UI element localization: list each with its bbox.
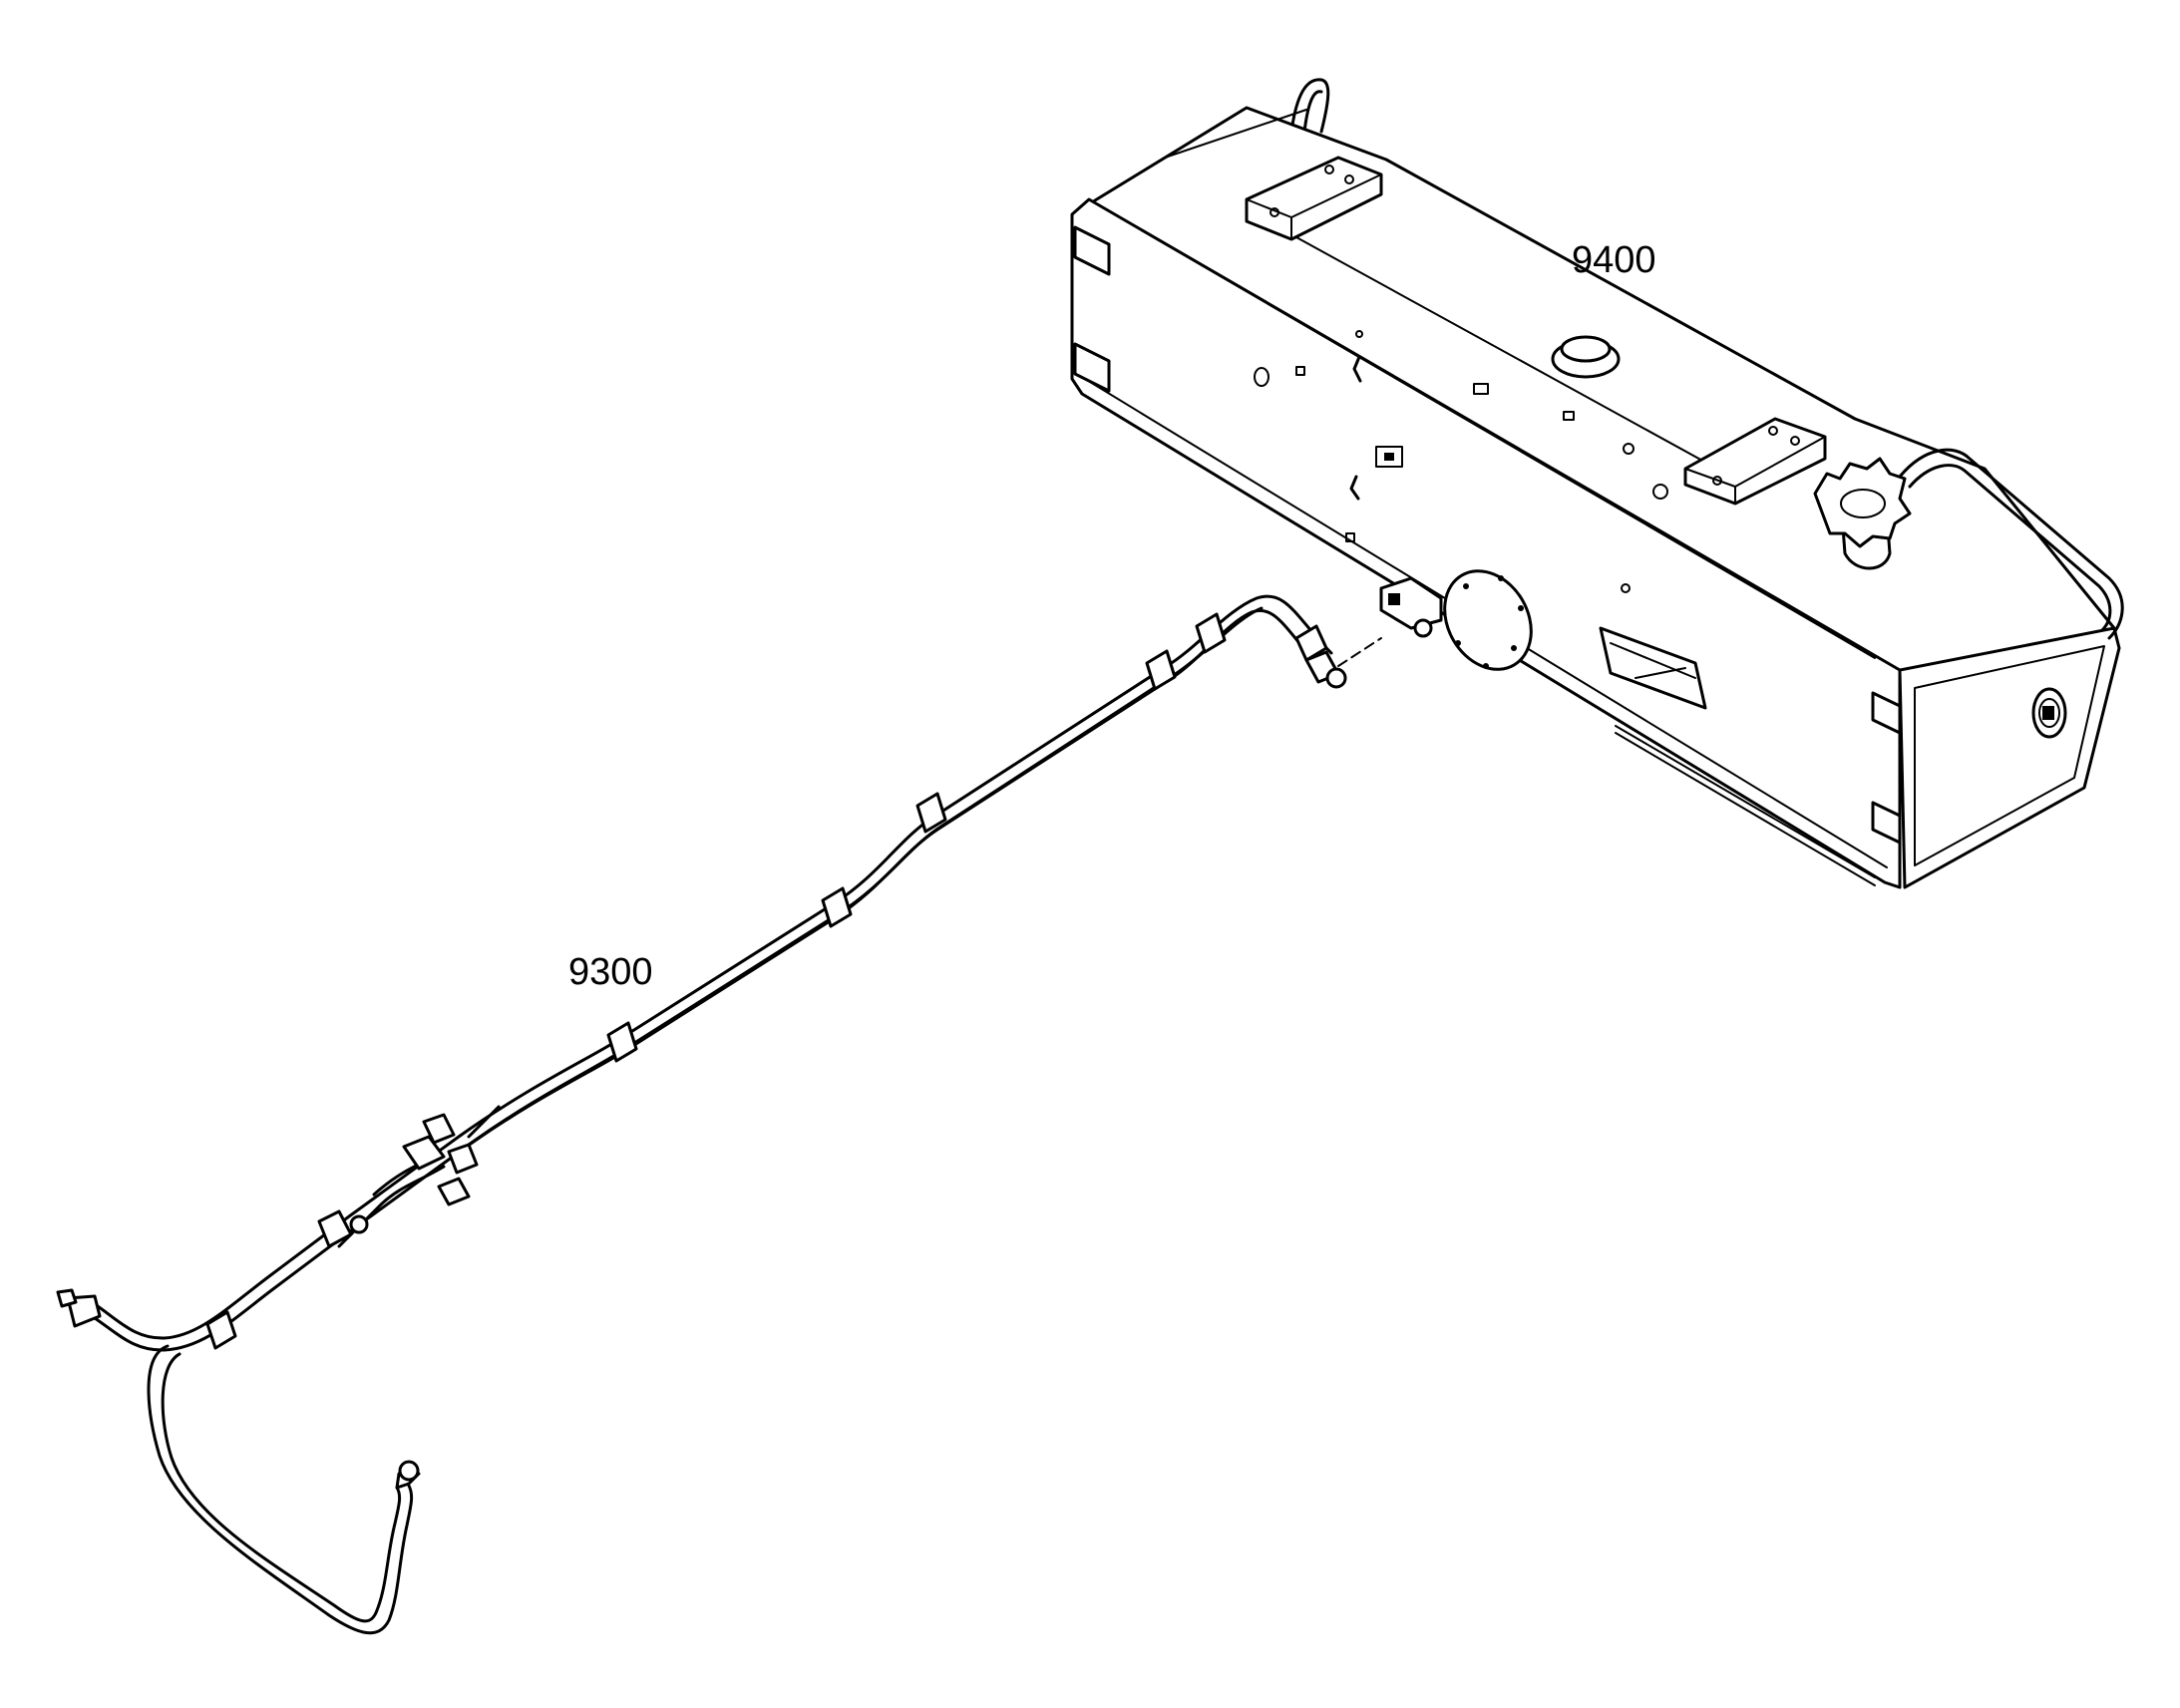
callout-hose-9300: 9300 [568, 951, 653, 993]
fuel-hose-assembly [56, 594, 1347, 1635]
connection-leader [1337, 637, 1382, 667]
callout-tank-9400: 9400 [1572, 239, 1656, 281]
fuel-tank [1070, 78, 2124, 889]
